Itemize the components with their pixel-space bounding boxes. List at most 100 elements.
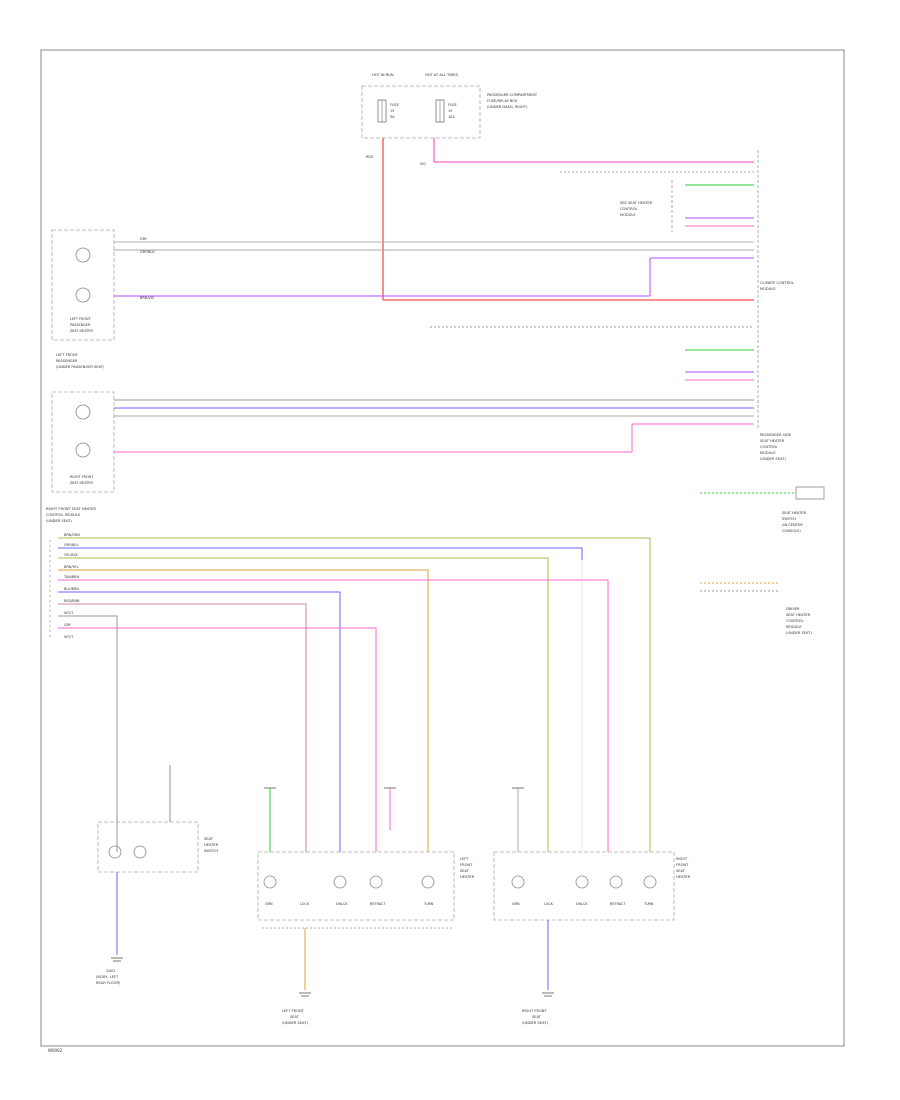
right-front-seat-heater: GRN LOCK UNLCK RETRACT TURN RIGHT FRONT … [493,851,691,921]
right-pin-label-4: RETRACT [610,902,626,906]
right-connector-bot-4: MODULE [760,451,776,455]
footer-code: W0002 [48,1048,63,1053]
switch-caption-4: CONSOLE) [782,529,801,533]
sensor-icon [75,247,91,263]
left-module-sub-1: LEFT FRONT [56,353,79,357]
harness-label-8: VIO/T [64,611,74,615]
sensor-icon [75,442,91,458]
right-ground-1: RIGHT FRONT [522,1009,547,1013]
right-connector-mid-2: CONTROL [620,207,638,211]
center-ground-2: SEAT [290,1015,300,1019]
left-module-caption-2: PASSENGER [70,323,91,327]
center-module-4: HEATER [460,875,475,879]
fuse-1-label-b: 15 [390,109,394,113]
pin-icon [421,875,435,889]
right-bottom-module-4: HEATER [676,875,691,879]
driver-module-1: DRIVER [786,607,800,611]
switch-caption-3: (IN CENTER [782,523,803,527]
right-pin-label-3: UNLCK [576,902,588,906]
harness-label-4: BRN/YEL [64,565,79,569]
pin-icon [643,875,657,889]
wire-label-violet: BRN/VIO [140,296,155,300]
pin-icon [108,845,122,859]
ground-icon [384,787,396,830]
fuse-header-2: HOT AT ALL TIMES [425,73,459,77]
ground-icon [512,787,524,852]
left-ground-3: REAR FLOOR) [96,981,121,985]
fuse-header-1: HOT IN RUN [372,73,394,77]
right-connector-bot-2: SEAT HEATER [760,439,785,443]
left-module-label-3: SWITCH [204,849,218,853]
left-ground-1: G401 [106,969,116,973]
pin-icon [609,875,623,889]
right-module-caption-1: RIGHT FRONT [70,475,94,479]
right-module-sub-1: RIGHT FRONT SEAT HEATER [46,507,96,511]
pin-icon [575,875,589,889]
fuse-box-caption-2: FUSE/RELAY BOX [487,99,518,103]
left-front-module: LEFT FRONT PASSENGER SEAT HEATER LEFT FR… [51,229,115,369]
pin-icon [133,845,147,859]
center-module-3: SEAT [460,869,470,873]
right-connector-top-2: MODULE [760,287,776,291]
center-module-2: FRONT [460,863,473,867]
pin-icon [263,875,277,889]
switch-caption-2: SWITCH [782,517,796,521]
sensor-icon [75,404,91,420]
seat-heater-switch-module: SEAT HEATER SWITCH [97,765,219,873]
lower-harness [49,537,651,852]
right-connector-bot-3: CONTROL [760,445,778,449]
fuse-2-label-a: FUSE [448,103,457,107]
fuse-2-label-c: 10A [448,115,455,119]
driver-module-5: (UNDER SEAT) [786,631,812,635]
right-connector-bot-5: (UNDER SEAT) [760,457,786,461]
right-pin-label-5: TURN [643,902,654,906]
wire-label-grey-1: GRY [140,237,148,241]
driver-module-2: SEAT HEATER [786,613,811,617]
ground-icon [542,992,554,997]
center-ground-3: (UNDER SEAT) [282,1021,308,1025]
ground-icon [264,787,276,852]
right-pin-label-2: LOCK [544,902,554,906]
left-module-label-1: SEAT [204,837,214,841]
right-bottom-module-2: FRONT [676,863,689,867]
right-bottom-module-3: SEAT [676,869,686,873]
fuse-wire-left-label: RED [366,155,373,159]
right-bottom-module-1: RIGHT [676,857,688,861]
ground-icon [111,957,123,962]
center-pin-label-4: RETRACT [370,902,386,906]
left-module-sub-3: (UNDER PASSENGER SEAT) [56,365,105,369]
harness-label-5: TAN/BRN [63,575,79,579]
left-front-seat-heater: GRN LOCK UNLCK RETRACT TURN LEFT FRONT S… [257,851,475,921]
center-ground-1: LEFT FRONT [282,1009,305,1013]
pin-icon [369,875,383,889]
center-pin-label-1: GRN [265,902,273,906]
wire-label-grey-2: GRY/BLU [140,250,155,254]
right-module-sub-2: CONTROL MODULE [46,513,81,517]
right-front-module: RIGHT FRONT SEAT HEATER RIGHT FRONT SEAT… [46,391,115,523]
fuse-wire-right-label: VIO [420,162,426,166]
harness-label-3: YEL/BLK [64,553,78,557]
ground-icon [299,992,311,997]
driver-module-3: CONTROL [786,619,804,623]
fuse-1-label-c: 5A [390,115,395,119]
harness-label-6: BLU/BRN [64,587,79,591]
diagram-frame [40,49,845,1047]
harness-label-7: RED/BRN [64,599,80,603]
sensor-icon [75,287,91,303]
center-pin-label-3: UNLCK [336,902,348,906]
right-ground-3: (UNDER SEAT) [522,1021,548,1025]
fuse-1-label-a: FUSE [390,103,399,107]
harness-label-10: VIO/T [64,635,74,639]
left-ground-2: (BODY, LEFT [96,975,119,979]
right-pin-label-1: GRN [512,902,520,906]
harness-label-2: GRY/BLU [64,543,79,547]
fuse-box: HOT IN RUN HOT AT ALL TIMES FUSE 15 5A F… [361,73,538,166]
pin-icon [511,875,525,889]
pin-icon [333,875,347,889]
fuse-2-label-b: 19 [448,109,452,113]
right-ground-2: SEAT [532,1015,542,1019]
right-connector-bot-1: PASSENGER SIDE [760,433,792,437]
right-connector-mid-1: SEE SEAT HEATER [620,201,653,205]
left-module-caption-3: SEAT HEATER [70,329,93,333]
